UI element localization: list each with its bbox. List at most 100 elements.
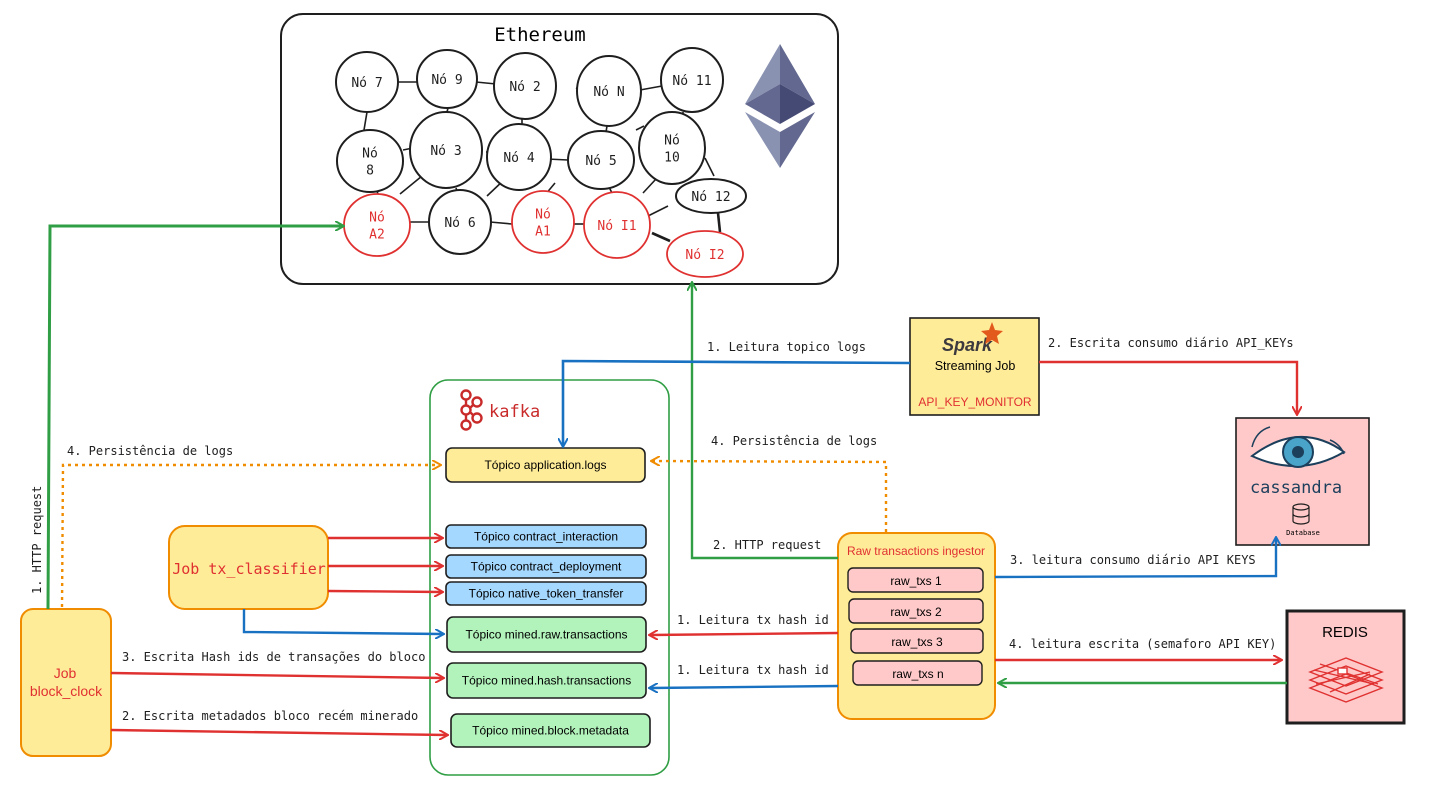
ethereum-title: Ethereum: [494, 24, 586, 46]
node-label: Nó N: [593, 85, 624, 100]
topic-label: Tópico contract_interaction: [474, 530, 618, 544]
arrow-ingestor-read-cassandra: [994, 538, 1276, 579]
topic-label: Tópico mined.hash.transactions: [462, 674, 631, 688]
node-n2[interactable]: Nó 2: [493, 52, 557, 120]
job-tx-classifier[interactable]: Job tx_classifier: [168, 525, 329, 610]
topic-layer: Tópico application.logs Tópico contract_…: [445, 447, 651, 748]
arrow-classifier-read-raw: [242, 609, 443, 634]
node-n12[interactable]: Nó 12: [675, 178, 747, 214]
ethereum-network: Ethereum: [280, 13, 839, 285]
node-label: Nó 12: [691, 190, 730, 205]
topic-contract-interaction[interactable]: Tópico contract_interaction: [445, 524, 647, 549]
topic-native-token-transfer[interactable]: Tópico native_token_transfer: [445, 581, 647, 606]
cassandra-database[interactable]: cassandra Database: [1235, 417, 1370, 546]
redis-logo-icon: [1308, 657, 1384, 703]
raw-transactions-ingestor[interactable]: Raw transactions ingestor raw_txs 1 raw_…: [837, 532, 996, 720]
label-persist-right: 4. Persistência de logs: [711, 434, 877, 448]
node-label: Nó 11: [672, 74, 711, 89]
node-label: Nó 6: [444, 216, 475, 231]
node-label: Nó I1: [597, 219, 636, 234]
spark-title: Streaming Job: [935, 359, 1016, 373]
ingestor-item[interactable]: raw_txs n: [852, 660, 983, 686]
label-redis-rw: 4. leitura escrita (semaforo API KEY): [1009, 637, 1276, 651]
database-icon: [1292, 503, 1310, 525]
block-clock-line2: block_clock: [30, 683, 103, 699]
job-block-clock[interactable]: Job block_clock: [20, 608, 112, 757]
ingestor-item[interactable]: raw_txs 3: [850, 628, 984, 654]
redis-store[interactable]: REDIS: [1285, 609, 1406, 725]
arrow-spark-read-logs: [563, 359, 911, 446]
node-nI1[interactable]: Nó I1: [583, 191, 651, 259]
node-label: Nó 4: [503, 151, 534, 166]
topic-label: Tópico contract_deployment: [471, 560, 622, 574]
spark-logo-icon: Spark: [942, 322, 1003, 355]
ingestor-item[interactable]: raw_txs 2: [848, 598, 984, 624]
topic-label: Tópico mined.block.metadata: [472, 724, 629, 738]
label-write-hash: 3. Escrita Hash ids de transações do blo…: [122, 650, 425, 664]
redis-title: REDIS: [1322, 624, 1368, 641]
label-read-hash-1: 1. Leitura tx hash id: [677, 613, 829, 627]
ingestor-title: Raw transactions ingestor: [847, 544, 985, 558]
arrow-persist-logs-right: [652, 461, 888, 532]
block-clock-line1: Job: [54, 665, 77, 681]
node-n5[interactable]: Nó 5: [567, 130, 635, 190]
ingestor-item-label: raw_txs 1: [890, 574, 942, 588]
label-read-hash-2: 1. Leitura tx hash id: [677, 663, 829, 677]
ingestor-item[interactable]: raw_txs 1: [847, 567, 984, 593]
topic-application-logs[interactable]: Tópico application.logs: [445, 447, 646, 483]
topic-label: Tópico application.logs: [484, 458, 606, 472]
spark-logo-text: Spark: [942, 335, 993, 355]
node-n11[interactable]: Nó 11: [660, 47, 724, 113]
tx-classifier-label: Job tx_classifier: [172, 560, 326, 578]
topic-mined-hash-transactions[interactable]: Tópico mined.hash.transactions: [446, 662, 647, 699]
label-read-api-keys: 3. leitura consumo diário API KEYS: [1010, 553, 1256, 567]
ingestor-item-label: raw_txs n: [892, 667, 943, 681]
arrow-ingestor-http: [692, 283, 838, 560]
node-n3[interactable]: Nó 3: [409, 111, 483, 189]
cassandra-eye-icon: [1250, 426, 1346, 468]
ingestor-item-label: raw_txs 2: [890, 605, 942, 619]
node-n9[interactable]: Nó 9: [416, 49, 478, 109]
node-n4[interactable]: Nó 4: [486, 123, 552, 191]
node-label: Nó 7: [351, 76, 382, 91]
arrow-ingestor-write-raw: [650, 633, 839, 635]
topic-mined-block-metadata[interactable]: Tópico mined.block.metadata: [450, 713, 651, 748]
arrow-classifier-native-transfer: [327, 591, 442, 592]
ethereum-logo-icon: [745, 44, 815, 168]
topic-label: Tópico native_token_transfer: [469, 587, 624, 601]
node-n6[interactable]: Nó 6: [428, 189, 492, 255]
database-label: Database: [1286, 529, 1320, 537]
spark-streaming-job[interactable]: Spark Streaming Job API_KEY_MONITOR: [909, 317, 1040, 416]
label-write-api: 2. Escrita consumo diário API_KEYs: [1048, 336, 1294, 350]
node-label: Nó 9: [431, 73, 462, 88]
ingestor-item-label: raw_txs 3: [891, 635, 943, 649]
kafka-cluster: kafka Tópico application.logs Tópico con…: [429, 379, 670, 776]
spark-subtitle: API_KEY_MONITOR: [918, 395, 1031, 409]
arrow-block-clock-write-hash: [110, 671, 443, 678]
label-read-logs: 1. Leitura topico logs: [707, 340, 866, 354]
kafka-logo-icon: kafka: [460, 389, 540, 431]
label-http-vertical: 1. HTTP request: [30, 486, 44, 594]
node-nN[interactable]: Nó N: [576, 55, 642, 127]
label-http-ingestor: 2. HTTP request: [713, 538, 821, 552]
node-nI2[interactable]: Nó I2: [666, 230, 744, 278]
cassandra-logo-text: cassandra: [1250, 478, 1342, 498]
label-persist-left: 4. Persistência de logs: [67, 444, 233, 458]
topic-mined-raw-transactions[interactable]: Tópico mined.raw.transactions: [446, 616, 647, 653]
arrow-spark-write-cassandra: [1039, 360, 1297, 414]
kafka-logo-text: kafka: [489, 402, 540, 422]
node-label: Nó 3: [430, 144, 461, 159]
node-label: Nó I2: [685, 248, 724, 263]
topic-contract-deployment[interactable]: Tópico contract_deployment: [445, 554, 647, 579]
node-n7[interactable]: Nó 7: [335, 51, 399, 113]
node-label: Nó 5: [585, 154, 616, 169]
arrow-labels: 1. HTTP request 4. Persistência de logs …: [30, 336, 1294, 723]
